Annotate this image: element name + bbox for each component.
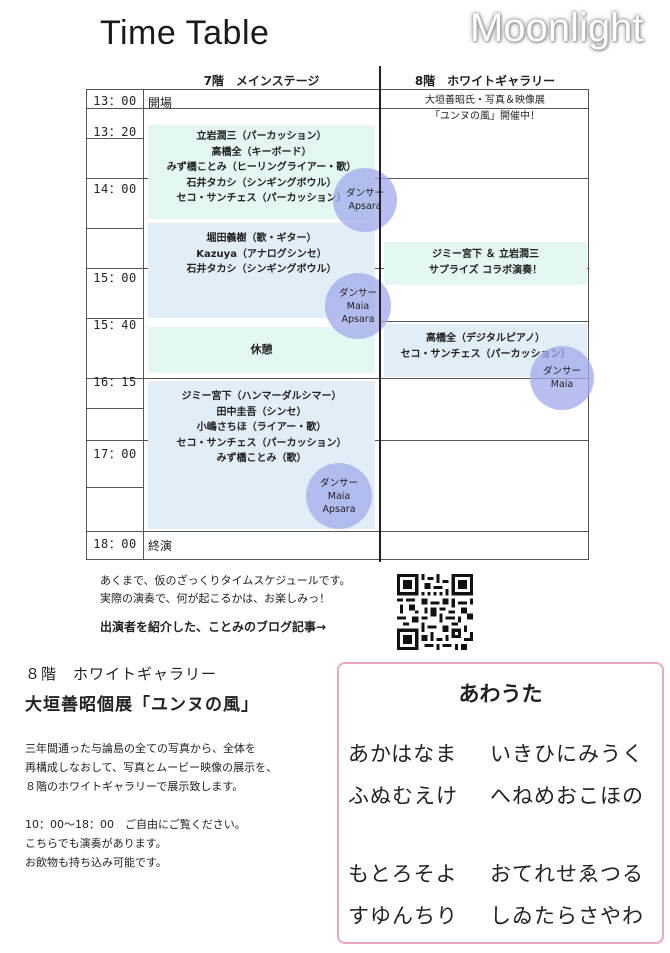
- performer-line: ジミー宮下 ＆ 立岩潤三: [432, 249, 539, 260]
- dancer-badge: ダンサー Maia Apsara: [325, 273, 391, 339]
- time-label: 13：00: [93, 94, 137, 108]
- time-label: 15：40: [93, 318, 137, 332]
- performer-line: ジミー宮下（ハンマーダルシマー）: [181, 391, 342, 402]
- performer-line: セコ・サンチェス（パーカッション）: [176, 437, 347, 449]
- awauta-box: [337, 662, 664, 944]
- note-line: 実際の演奏で、何が起こるかは、お楽しみっ！: [100, 592, 331, 605]
- description-line: こちらでも演奏があります。: [25, 837, 167, 850]
- gallery-section-heading: ８階 ホワイトギャラリー: [25, 665, 218, 683]
- main-block-break: 休憩: [148, 327, 375, 373]
- moonlight-logo: Moonlight: [470, 6, 644, 50]
- note-line: あくまで、仮のざっくりタイムスケジュールです。: [100, 574, 351, 587]
- performer-line: サプライズ コラボ演奏！: [428, 264, 543, 276]
- performer-line: みず橋ことみ（ヒーリングライアー・歌）: [166, 162, 357, 173]
- gallery-block-1: ジミー宮下 ＆ 立岩潤三 サプライズ コラボ演奏！: [384, 242, 587, 285]
- dancer-line: Apsara: [341, 313, 375, 325]
- column-divider: [379, 66, 381, 562]
- info-line: 大垣善昭氏・写真＆映像展: [425, 95, 545, 106]
- time-label: 14：00: [93, 182, 137, 196]
- description-line: 10：00〜18：00 ご自由にご覧ください。: [25, 818, 246, 831]
- row-divider: [380, 321, 589, 322]
- exhibition-title: 大垣善昭個展「ユンヌの風」: [25, 695, 259, 715]
- time-label: 15：00: [93, 271, 137, 285]
- break-label: 休憩: [250, 343, 273, 356]
- description-line: 再構成しなおして、写真とムービー映像の展示を、: [25, 761, 278, 774]
- description-line: ８階のホワイトギャラリーで展示致します。: [25, 780, 244, 793]
- dancer-line: Maia: [550, 379, 574, 390]
- awauta-title: あわうた: [458, 681, 543, 706]
- schedule-note: あくまで、仮のざっくりタイムスケジュールです。 実際の演奏で、何が起こるかは、お…: [100, 572, 350, 608]
- row-divider: [86, 108, 589, 109]
- performer-line: 石井タカシ（シンギングボウル）: [186, 177, 337, 189]
- awauta-phrase: しゐたらさやわ: [490, 904, 644, 928]
- performer-line: セコ・サンチェス（パーカッション）: [176, 193, 347, 204]
- dancer-badge: ダンサー Maia: [530, 346, 594, 410]
- awauta-phrase: いきひにみうく: [490, 742, 644, 766]
- performer-line: 小嶋さちほ（ライアー・歌）: [196, 422, 327, 433]
- row-divider: [86, 228, 144, 229]
- dancer-badge: ダンサー Maia Apsara: [306, 463, 372, 529]
- blog-link[interactable]: 出演者を紹介した、ことみのブログ記事→: [100, 620, 327, 634]
- awauta-phrase: もとろそよ: [348, 862, 458, 886]
- time-label: 16：15: [93, 375, 137, 389]
- performer-line: 田中圭吾（シンセ）: [216, 406, 307, 418]
- awauta-phrase: すゆんちり: [348, 904, 458, 928]
- performer-line: 立岩潤三（パーカッション）: [196, 131, 327, 142]
- dancer-line: ダンサー: [345, 188, 384, 199]
- open-label: 開場: [148, 96, 173, 110]
- dancer-line: Maia: [346, 300, 370, 312]
- dancer-line: Apsara: [348, 201, 382, 212]
- performer-line: セコ・サンチェス（パーカッション）: [400, 348, 571, 360]
- awauta-phrase: ふぬむえけ: [348, 784, 458, 808]
- time-label: 17：00: [93, 447, 137, 461]
- time-label: 18：00: [93, 537, 137, 551]
- qr-code-icon[interactable]: [397, 574, 473, 650]
- row-divider: [86, 138, 144, 139]
- description-line: 三年間通った与論島の全ての写真から、全体を: [25, 742, 256, 755]
- awauta-phrase: おてれせゑつる: [490, 862, 644, 886]
- close-label: 終演: [148, 539, 173, 553]
- main-stage-heading: 7階 メインステージ: [203, 74, 320, 88]
- timetable-grid: [86, 89, 589, 560]
- gallery-exhibition-info: 大垣善昭氏・写真＆映像展 「ユンヌの風」開催中！: [381, 93, 589, 125]
- performer-line: 堀田義樹（歌・ギター）: [206, 233, 317, 244]
- description-line: [25, 796, 277, 815]
- performer-line: 高橋全（デジタルピアノ）: [426, 333, 545, 344]
- performer-line: 高橋全（キーボード）: [211, 146, 312, 158]
- exhibition-description: 三年間通った与論島の全ての写真から、全体を 再構成しなおして、写真とムービー映像…: [25, 739, 277, 872]
- row-divider: [86, 408, 144, 409]
- awauta-phrase: あかはなま: [348, 742, 458, 766]
- time-label: 13：20: [93, 125, 137, 139]
- row-divider: [86, 531, 589, 532]
- performer-line: Kazuya（アナログシンセ）: [196, 248, 327, 260]
- row-divider: [86, 378, 589, 379]
- dancer-line: Apsara: [322, 503, 356, 515]
- page-title: Time Table: [100, 14, 270, 52]
- performer-line: 石井タカシ（シンギングボウル）: [186, 264, 337, 275]
- time-column-divider: [143, 89, 144, 560]
- dancer-badge: ダンサー Apsara: [333, 168, 397, 232]
- dancer-line: ダンサー: [542, 366, 581, 377]
- dancer-line: ダンサー: [338, 287, 377, 299]
- info-line: 「ユンヌの風」開催中！: [430, 111, 540, 122]
- dancer-line: ダンサー: [319, 477, 358, 489]
- description-line: お飲物も持ち込み可能です。: [25, 856, 167, 869]
- performer-line: みず橋ことみ（歌）: [216, 453, 307, 464]
- gallery-heading: 8階 ホワイトギャラリー: [414, 74, 556, 88]
- row-divider: [86, 487, 144, 488]
- row-divider: [86, 318, 144, 319]
- dancer-line: Maia: [327, 490, 351, 502]
- awauta-phrase: へねめおこほの: [490, 784, 644, 808]
